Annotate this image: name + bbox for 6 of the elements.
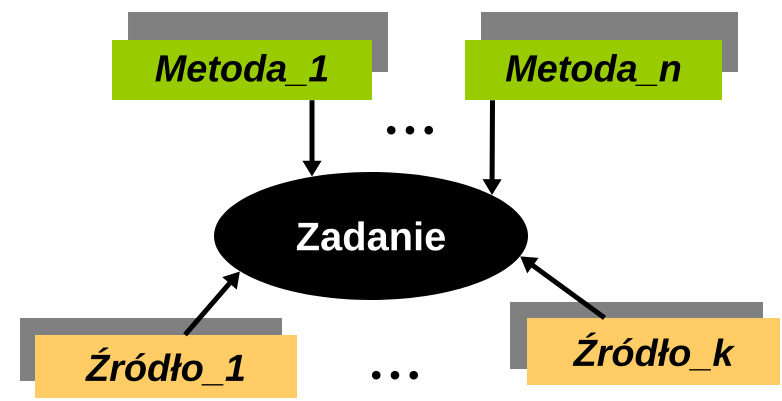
ellipsis-dots: • • • xyxy=(386,126,434,135)
source-box: Źródło_k xyxy=(527,318,780,385)
method-box: Metoda_1 xyxy=(112,40,372,100)
source-box: Źródło_1 xyxy=(35,335,297,398)
ellipsis-dots: • • • xyxy=(372,370,418,380)
method-box: Metoda_n xyxy=(465,40,722,100)
